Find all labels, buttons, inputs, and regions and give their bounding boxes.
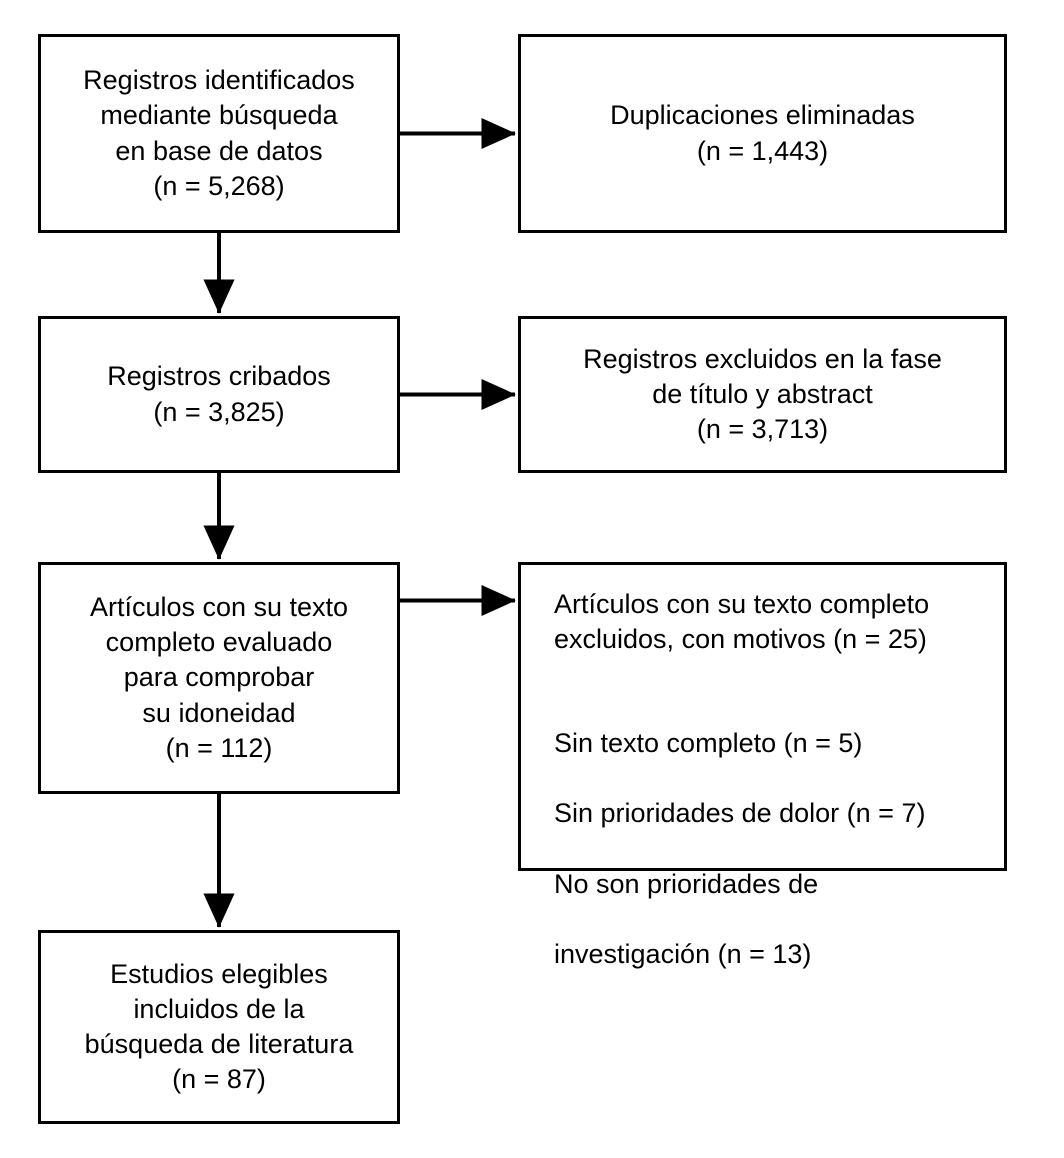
- node-records-screened: Registros cribados (n = 3,825): [38, 316, 400, 473]
- node-line: búsqueda de literatura: [84, 1029, 354, 1059]
- node-line: mediante búsqueda: [100, 100, 338, 131]
- node-line: Registros excluidos en la fase: [583, 343, 942, 374]
- node-duplicates-removed: Duplicaciones eliminadas (n = 1,443): [518, 34, 1007, 233]
- node-records-excluded-title-abstract: Registros excluidos en la fase de título…: [518, 316, 1007, 473]
- exclusion-reason-item: investigación (n = 13): [554, 938, 812, 969]
- node-fulltext-excluded-with-reasons: Artículos con su texto completo excluido…: [518, 562, 1007, 969]
- exclusion-reason-item: Sin prioridades de dolor (n = 7): [554, 798, 926, 829]
- exclusion-reason-item: No son prioridades de: [554, 868, 819, 899]
- node-line: Estudios elegibles: [110, 958, 328, 989]
- node-count: (n = 87): [172, 1064, 266, 1095]
- node-line: Registros cribados: [107, 361, 331, 392]
- node-count: (n = 112): [165, 732, 273, 763]
- exclusion-reason-list: Sin texto completo (n = 5) Sin prioridad…: [554, 691, 925, 1007]
- node-line: para comprobar: [123, 662, 315, 693]
- node-line: en base de datos: [115, 135, 323, 166]
- node-line: Artículos con su texto: [89, 592, 349, 623]
- node-count: (n = 3,713): [696, 414, 829, 445]
- node-heading-line: Artículos con su texto completo: [554, 589, 930, 619]
- node-count: (n = 3,825): [153, 396, 285, 427]
- node-line: su idoneidad: [142, 697, 296, 728]
- exclusion-reason-item: Sin texto completo (n = 5): [554, 728, 863, 759]
- node-line: Duplicaciones eliminadas: [610, 100, 915, 131]
- node-heading-line: excluidos, con motivos (n = 25): [554, 624, 927, 655]
- node-count: (n = 5,268): [153, 170, 285, 201]
- node-line: Registros identificados: [83, 65, 355, 96]
- node-line: de título y abstract: [652, 378, 873, 409]
- node-records-identified: Registros identificados mediante búsqued…: [38, 34, 400, 233]
- node-line: completo evaluado: [105, 627, 333, 658]
- node-studies-included: Estudios elegibles incluidos de la búsqu…: [38, 930, 400, 1124]
- node-fulltext-assessed: Artículos con su texto completo evaluado…: [38, 562, 400, 794]
- node-line: incluidos de la: [133, 993, 305, 1024]
- node-count: (n = 1,443): [696, 135, 829, 166]
